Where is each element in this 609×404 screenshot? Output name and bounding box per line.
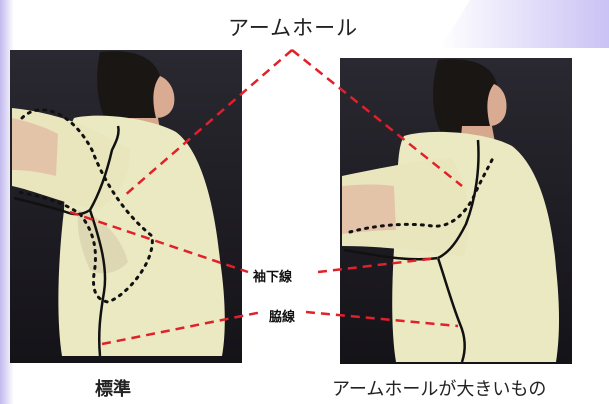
- caption-large-armhole: アームホールが大きいもの: [332, 379, 547, 400]
- label-armhole: アームホール: [228, 16, 359, 40]
- photo-large-armhole: [340, 58, 572, 364]
- label-side-seam: 脇線: [266, 305, 299, 326]
- leader-side-right: [305, 310, 459, 328]
- leader-side-left: [101, 310, 263, 346]
- caption-standard: 標準: [95, 379, 131, 400]
- leader-armhole-left: [123, 49, 293, 197]
- leader-sleeve-right: [317, 256, 439, 274]
- leader-lines: [69, 49, 463, 346]
- label-sleeve-underline: 袖下線: [250, 265, 296, 286]
- accent-top-right: [440, 0, 609, 48]
- leader-sleeve-left: [69, 210, 249, 274]
- leader-armhole-right: [291, 49, 463, 187]
- photo-standard: [10, 50, 242, 363]
